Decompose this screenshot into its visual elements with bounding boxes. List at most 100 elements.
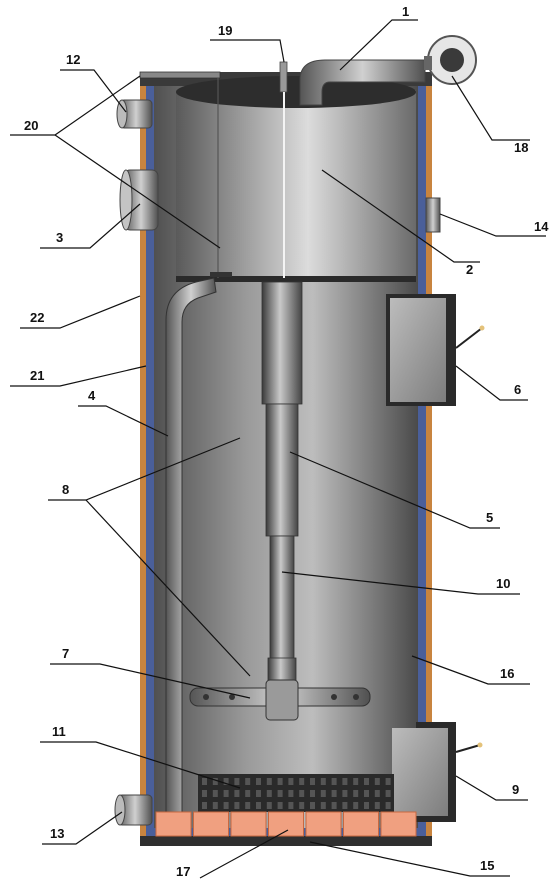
leader-14	[439, 213, 546, 237]
label-22: 22	[30, 310, 44, 325]
leader-13	[42, 811, 123, 845]
firebrick	[343, 811, 379, 837]
leader-6	[455, 365, 528, 401]
grate-tooth	[256, 778, 261, 785]
grate-tooth	[288, 778, 294, 785]
central-shaft	[261, 281, 303, 689]
grate-tooth	[385, 790, 391, 797]
nozzle-12-opening	[116, 99, 128, 129]
grate-tooth	[277, 778, 283, 785]
nozzle-hole-4	[353, 694, 359, 700]
leader-2	[321, 169, 480, 263]
grate-tooth	[331, 802, 337, 809]
grate-tooth	[223, 802, 229, 809]
grate-tooth	[374, 790, 380, 797]
loading-door-panel	[390, 298, 446, 402]
loading-door-handle	[455, 327, 483, 349]
grate-tooth	[223, 778, 229, 785]
leader-18	[451, 75, 530, 141]
grate-tooth	[385, 802, 391, 809]
grate-tooth	[342, 802, 348, 809]
label-15: 15	[480, 858, 494, 873]
firebrick-layer	[155, 811, 417, 837]
leader-5	[289, 451, 500, 529]
label-1: 1	[402, 4, 409, 19]
label-7: 7	[62, 646, 69, 661]
grate-tooth	[320, 778, 326, 785]
ash-door-panel	[392, 728, 448, 816]
side-pipe	[165, 277, 217, 831]
right-nozzle	[425, 197, 441, 233]
label-19: 19	[218, 23, 232, 38]
shaft-middle	[265, 403, 299, 537]
grate-tooth	[331, 790, 337, 797]
leader-19	[210, 39, 285, 63]
firebrick	[305, 811, 342, 837]
ash-door-handle	[455, 744, 481, 753]
callout-labels: 1 19 12 20 18 3 14 2 22 6 21 4 8 5 10 7 …	[24, 4, 549, 879]
nozzle-hole-1	[203, 694, 209, 700]
label-16: 16	[500, 666, 514, 681]
leader-7	[50, 663, 251, 699]
grate-tooth	[385, 778, 391, 785]
label-5: 5	[486, 510, 493, 525]
leader-4	[78, 405, 169, 437]
grate-tooth	[299, 778, 305, 785]
label-12: 12	[66, 52, 80, 67]
grate-tooth	[223, 790, 229, 797]
grate-tooth	[299, 802, 305, 809]
shaft-lower	[269, 535, 295, 661]
label-11: 11	[52, 724, 66, 739]
grate-tooth	[364, 778, 369, 785]
leader-22	[20, 295, 141, 329]
grate-tooth	[256, 802, 261, 809]
grate-tooth	[202, 778, 207, 785]
leader-21	[10, 365, 147, 387]
flue-elbow	[299, 59, 426, 106]
grate-tooth	[288, 802, 294, 809]
grate-tooth	[202, 790, 207, 797]
grate-tooth	[266, 778, 272, 785]
grate-base	[198, 774, 394, 812]
grate-tooth	[342, 790, 348, 797]
grate-tooth	[256, 790, 261, 797]
grate-tooth	[212, 790, 218, 797]
label-8: 8	[62, 482, 69, 497]
grate-tooth	[374, 802, 380, 809]
upper-tank-top	[176, 76, 416, 108]
label-leaders	[10, 19, 546, 879]
firebrick	[268, 811, 304, 837]
leader-11	[40, 741, 241, 789]
grate-tooth	[364, 802, 369, 809]
label-6: 6	[514, 382, 521, 397]
shaft-upper	[261, 281, 303, 405]
label-3: 3	[56, 230, 63, 245]
nozzle-hole-2	[229, 694, 235, 700]
grate-tooth	[310, 802, 315, 809]
nozzle-3-opening	[119, 169, 133, 231]
leader-12	[60, 69, 127, 113]
distributor-hub	[265, 679, 299, 721]
firebrick	[155, 811, 192, 837]
damper-plate	[210, 272, 232, 277]
grate-tooth	[245, 790, 251, 797]
grate-tooth	[202, 802, 207, 809]
leader-16	[411, 655, 530, 685]
loading-door	[386, 294, 485, 406]
label-2: 2	[466, 262, 473, 277]
grate-tooth	[374, 778, 380, 785]
damper-lever-bar	[139, 71, 221, 79]
label-14: 14	[534, 219, 549, 234]
label-10: 10	[496, 576, 510, 591]
nozzle-14	[425, 197, 441, 233]
leader-15	[309, 841, 510, 877]
control-rod-top	[279, 61, 288, 93]
fan-mount	[424, 56, 432, 70]
label-17: 17	[176, 864, 190, 879]
ash-door-knob	[477, 742, 483, 748]
grate-tooth	[234, 778, 240, 785]
grate-tooth	[288, 790, 294, 797]
grate-tooth	[353, 802, 359, 809]
loading-door-knob	[479, 325, 485, 331]
leader-9	[455, 775, 528, 801]
